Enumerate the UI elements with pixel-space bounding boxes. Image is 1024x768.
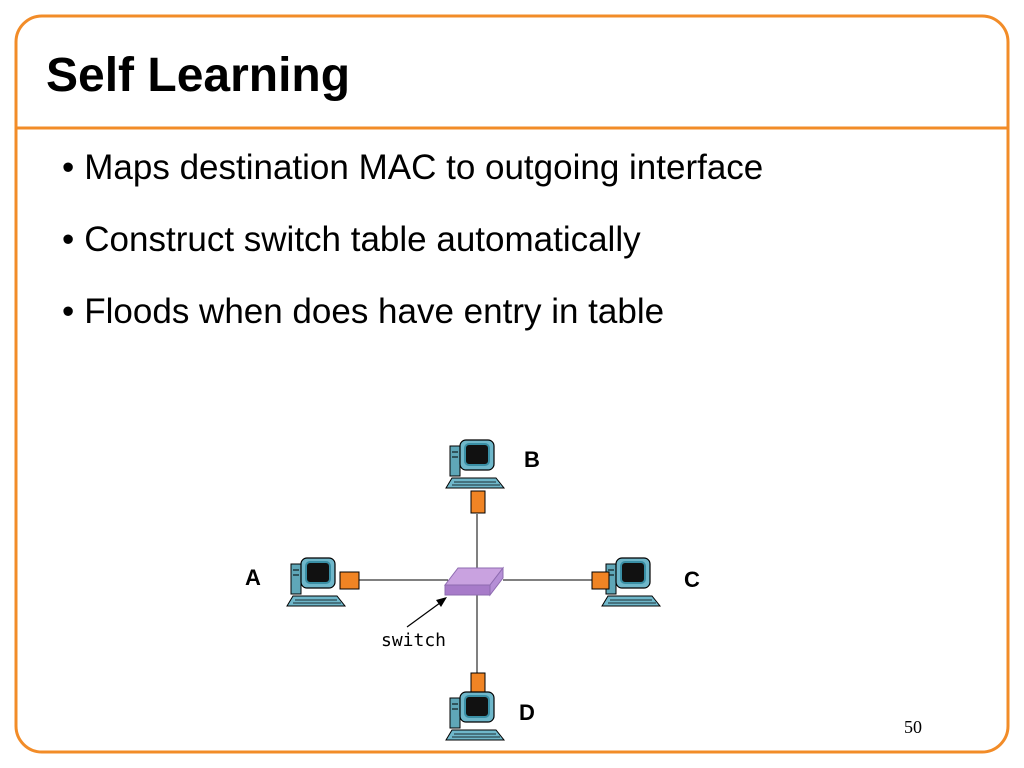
bullet-dot: • xyxy=(62,220,75,259)
arrow-head xyxy=(436,597,447,607)
bullet-list: •Maps destination MAC to outgoing interf… xyxy=(62,146,763,362)
bullet-item: •Maps destination MAC to outgoing interf… xyxy=(62,146,763,190)
network-adapter-icon xyxy=(470,490,486,514)
bullet-item: •Floods when does have entry in table xyxy=(62,290,763,334)
node-label-b: B xyxy=(524,447,540,472)
computer-icon xyxy=(286,557,346,607)
network-adapter-icon xyxy=(591,571,610,590)
arrow-icon xyxy=(406,599,445,628)
computer-icon xyxy=(445,439,505,489)
switch-icon xyxy=(443,566,505,597)
node-label-c: C xyxy=(684,567,700,592)
bullet-dot: • xyxy=(62,148,75,187)
bullet-item: •Construct switch table automatically xyxy=(62,218,763,262)
bullet-dot: • xyxy=(62,292,75,331)
bullet-text: Maps destination MAC to outgoing interfa… xyxy=(84,148,764,187)
page-number: 50 xyxy=(904,717,922,737)
node-label-a: A xyxy=(245,565,261,590)
network-adapter-icon xyxy=(339,571,360,590)
bullet-text: Floods when does have entry in table xyxy=(84,292,665,331)
slide-title: Self Learning xyxy=(46,49,351,102)
computer-icon xyxy=(601,557,661,607)
node-label-d: D xyxy=(519,700,535,725)
bullet-text: Construct switch table automatically xyxy=(84,220,641,259)
computer-icon xyxy=(445,691,505,741)
switch-label: switch xyxy=(381,630,446,651)
